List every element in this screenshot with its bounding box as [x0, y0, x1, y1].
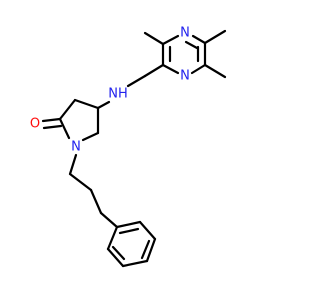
bond-ph-3-4 [145, 237, 157, 263]
bond-ph-3-4-double [140, 239, 151, 260]
bond-pyr-c2-n1 [58, 117, 71, 140]
bond-ph-5-6 [106, 247, 125, 268]
bond-pyr-n1-c5 [81, 131, 100, 142]
bonds [41, 29, 227, 268]
bond-carbonyl-1 [41, 117, 62, 123]
atom-labels: N N NH O N [30, 26, 190, 155]
amine-nh-label: NH [108, 87, 128, 102]
bond-pyr-c3-c2 [58, 98, 77, 121]
bond-propyl-1-2 [68, 172, 93, 192]
amide-nitrogen-label: N [71, 140, 81, 155]
bond-ch2-nh [126, 74, 147, 88]
bond-carbonyl-2 [42, 124, 63, 130]
bond-nh-c4-pyrrolidinone [96, 100, 111, 110]
bond-ring-c1-n1 [161, 34, 180, 46]
bond-ph-1-2-double [118, 227, 140, 235]
molecule-structure-diagram: N N NH O N [30, 26, 227, 268]
bond-ring-n2-c4 [161, 63, 180, 75]
bond-methyl-3 [203, 63, 227, 79]
bond-n-propyl-1 [68, 153, 78, 176]
bond-ring-n1-c2 [191, 34, 207, 45]
pyrazine-nitrogen-bottom: N [180, 69, 190, 84]
carbonyl-oxygen-label: O [30, 117, 40, 132]
bond-ph-5-6-double [111, 245, 126, 261]
bond-ring-n1-c2-double [184, 40, 199, 50]
bond-propyl-2-3 [89, 188, 103, 215]
bond-ph-4-5 [121, 259, 149, 268]
bond-propyl-3-phenyl [99, 211, 119, 229]
bond-methyl-2 [203, 29, 227, 45]
bond-ph-6-1 [106, 225, 119, 251]
bond-ring-c3-n2 [190, 63, 207, 75]
bond-methyl-1 [143, 31, 165, 46]
bond-ph-2-3 [138, 220, 157, 241]
bond-ph-1-2 [115, 220, 142, 229]
pyrazine-nitrogen-top: N [180, 26, 190, 41]
bond-pyr-c4-c3 [73, 98, 100, 110]
bond-c4-ch2 [143, 63, 165, 78]
